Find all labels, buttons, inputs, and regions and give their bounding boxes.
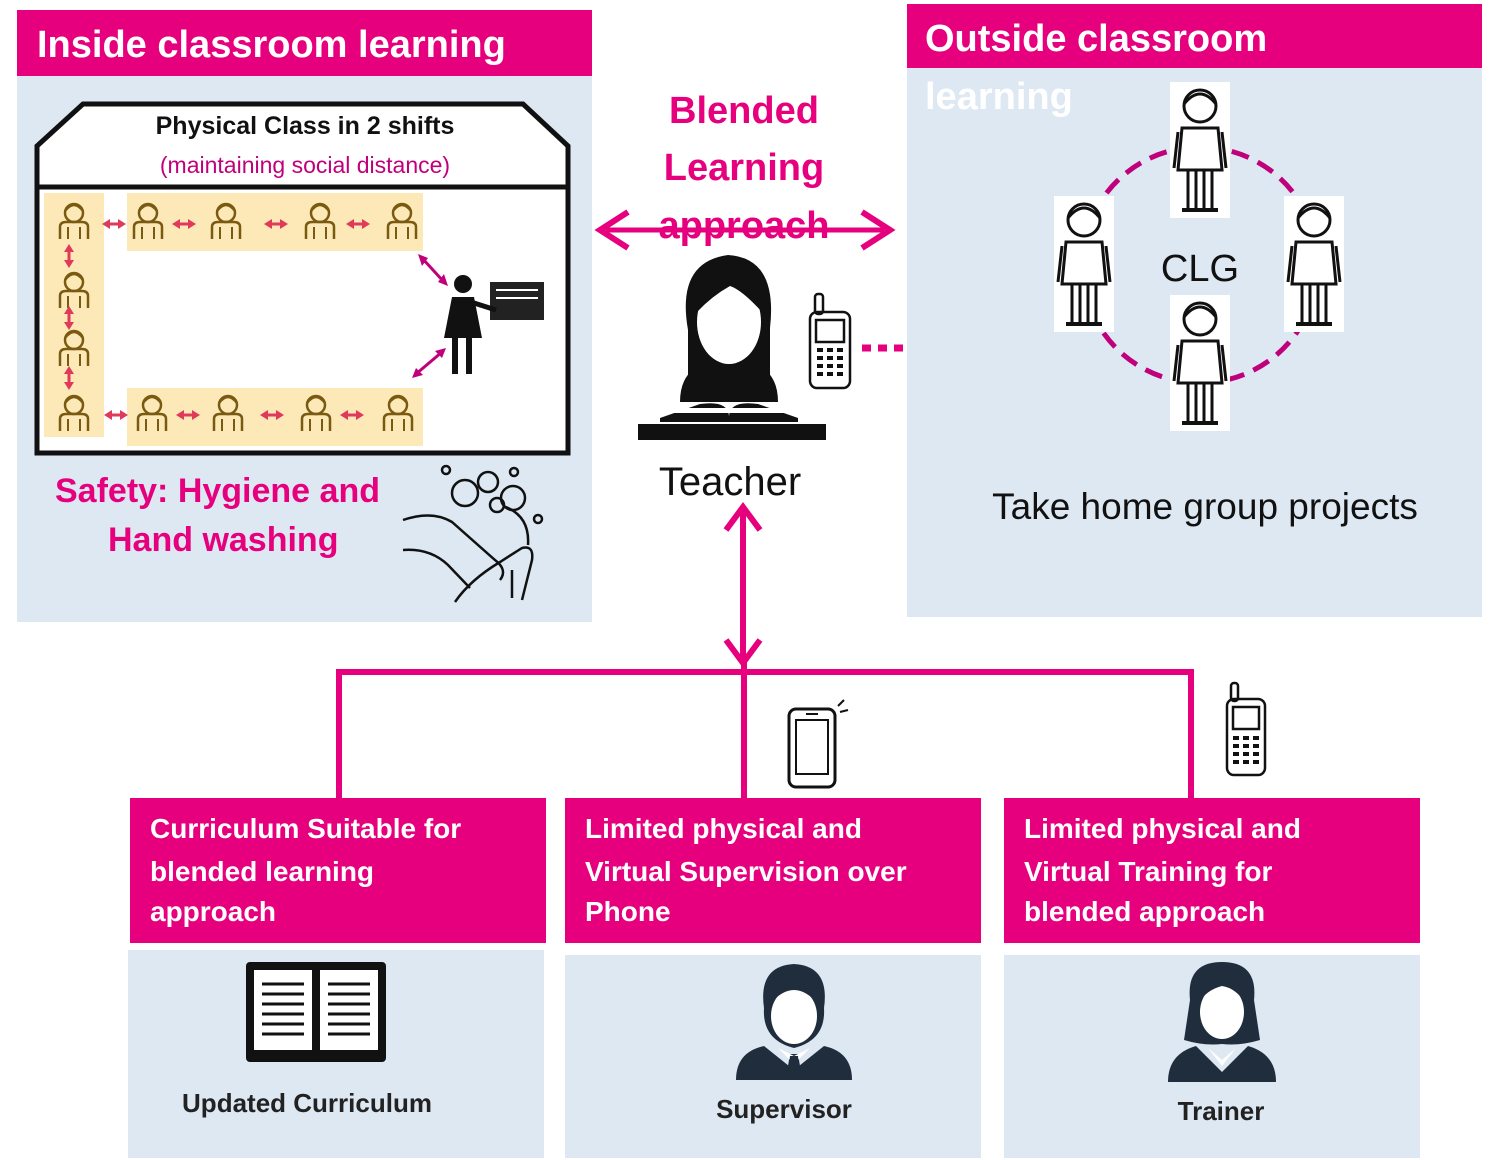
supervisor-caption: Supervisor bbox=[716, 1094, 852, 1124]
training-box-header: Limited physical and Virtual Training fo… bbox=[1004, 798, 1420, 943]
approach-line2: Learning bbox=[663, 147, 825, 189]
teacher-label: Teacher bbox=[658, 460, 802, 504]
safety-text-line1: Safety: Hygiene and bbox=[55, 472, 380, 510]
approach-line1: Blended bbox=[669, 90, 819, 132]
curriculum-box-header: Curriculum Suitable for blended learning… bbox=[130, 798, 546, 943]
curriculum-title-line1: Curriculum Suitable for bbox=[150, 813, 462, 844]
training-title-line3: blended approach bbox=[1024, 896, 1266, 927]
take-home-projects: Take home group projects bbox=[992, 486, 1418, 527]
supervision-title-line2: Virtual Supervision over bbox=[585, 856, 907, 887]
approach-line3: approach bbox=[658, 205, 830, 247]
inside-classroom-title: Inside classroom learning bbox=[37, 24, 506, 66]
curriculum-caption: Updated Curriculum bbox=[182, 1088, 432, 1118]
training-title-line2: Virtual Training for bbox=[1024, 856, 1273, 887]
supervision-title-line3: Phone bbox=[585, 896, 671, 927]
curriculum-title-line2: blended learning bbox=[150, 856, 375, 887]
outside-title-line1: Outside classroom bbox=[925, 18, 1268, 60]
curriculum-title-line3: approach bbox=[150, 896, 277, 927]
supervision-box-header: Limited physical and Virtual Supervision… bbox=[565, 798, 981, 943]
safety-text-line2: Hand washing bbox=[108, 521, 339, 559]
outside-classroom-header bbox=[907, 4, 1482, 68]
class-subtitle: (maintaining social distance) bbox=[159, 152, 451, 178]
outside-title-line2: learning bbox=[925, 76, 1073, 118]
inside-classroom-header: Inside classroom learning bbox=[17, 10, 592, 76]
training-title-line1: Limited physical and bbox=[1024, 813, 1301, 844]
clg-label: CLG bbox=[1160, 248, 1240, 290]
seat-row-bottom bbox=[127, 388, 423, 446]
class-title: Physical Class in 2 shifts bbox=[155, 112, 455, 140]
supervision-title-line1: Limited physical and bbox=[585, 813, 862, 844]
trainer-caption: Trainer bbox=[1177, 1096, 1265, 1126]
